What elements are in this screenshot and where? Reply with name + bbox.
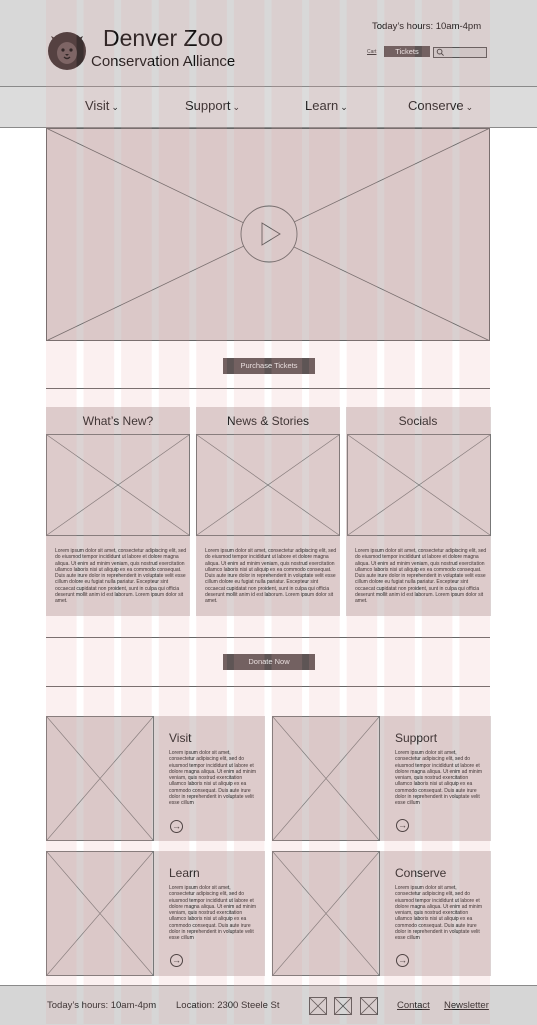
tickets-button[interactable]: Tickets [384, 46, 430, 57]
tile-image-placeholder [46, 716, 154, 841]
social-icon[interactable] [334, 997, 352, 1015]
site-header [0, 0, 537, 87]
arrow-right-icon[interactable]: → [170, 820, 183, 833]
lion-icon[interactable] [46, 30, 88, 72]
site-footer [0, 985, 537, 1025]
hero-video[interactable] [46, 128, 490, 341]
contact-link[interactable]: Contact [397, 1000, 430, 1011]
divider [46, 686, 490, 687]
card-whats-new[interactable] [46, 407, 190, 616]
card-image-placeholder [196, 434, 340, 536]
nav-item-visit[interactable]: Visit⌄ [85, 98, 119, 113]
arrow-right-icon[interactable]: → [396, 819, 409, 832]
header-hours: Today’s hours: 10am-4pm [372, 21, 482, 32]
nav-label: Support [185, 98, 231, 113]
nav-item-support[interactable]: Support⌄ [185, 98, 240, 113]
card-news-stories[interactable] [196, 407, 340, 616]
nav-label: Conserve [408, 98, 464, 113]
divider [46, 637, 490, 638]
tile-body: Lorem ipsum dolor sit amet, consectetur … [169, 750, 256, 807]
card-title: Socials [398, 414, 438, 428]
tile-title: Learn [169, 866, 200, 880]
arrow-right-icon[interactable]: → [170, 954, 183, 967]
tile-title: Visit [169, 731, 192, 745]
chevron-down-icon: ⌄ [111, 102, 119, 112]
play-icon [261, 222, 281, 246]
footer-location: Location: 2300 Steele St [176, 1000, 280, 1011]
tile-image-placeholder [272, 851, 380, 976]
tile-title: Support [395, 731, 438, 745]
card-body: Lorem ipsum dolor sit amet, consectetur … [355, 548, 487, 605]
tile-image-placeholder [46, 851, 154, 976]
chevron-down-icon: ⌄ [340, 102, 348, 112]
card-title: News & Stories [226, 414, 310, 428]
social-icon[interactable] [360, 997, 378, 1015]
site-subtitle: Conservation Alliance [91, 53, 236, 70]
arrow-right-icon[interactable]: → [396, 954, 409, 967]
card-image-placeholder [347, 434, 491, 536]
footer-hours: Today’s hours: 10am-4pm [47, 1000, 157, 1011]
card-socials[interactable] [346, 407, 491, 616]
nav-label: Learn [305, 98, 339, 113]
newsletter-link[interactable]: Newsletter [444, 1000, 489, 1011]
nav-item-learn[interactable]: Learn⌄ [305, 98, 348, 113]
chevron-down-icon: ⌄ [232, 102, 241, 112]
divider [46, 388, 490, 389]
card-body: Lorem ipsum dolor sit amet, consectetur … [55, 548, 187, 605]
tile-body: Lorem ipsum dolor sit amet, consectetur … [395, 885, 482, 942]
main-nav [0, 87, 537, 128]
purchase-tickets-button[interactable]: Purchase Tickets [223, 358, 315, 374]
nav-label: Visit [85, 98, 110, 113]
social-icon[interactable] [309, 997, 327, 1015]
nav-item-conserve[interactable]: Conserve⌄ [408, 98, 473, 113]
tile-image-placeholder [272, 716, 380, 841]
site-title[interactable]: Denver Zoo [103, 25, 224, 51]
search-input[interactable] [433, 47, 487, 58]
donate-now-button[interactable]: Donate Now [223, 654, 315, 670]
card-body: Lorem ipsum dolor sit amet, consectetur … [205, 548, 337, 605]
tile-title: Conserve [395, 866, 447, 880]
search-icon [436, 48, 444, 56]
card-image-placeholder [46, 434, 190, 536]
card-title: What’s New? [82, 414, 154, 428]
video-placeholder [46, 128, 490, 341]
tile-body: Lorem ipsum dolor sit amet, consectetur … [169, 885, 256, 942]
tile-body: Lorem ipsum dolor sit amet, consectetur … [395, 750, 482, 807]
chevron-down-icon: ⌄ [465, 102, 474, 112]
cart-link[interactable]: Cart [367, 49, 377, 55]
